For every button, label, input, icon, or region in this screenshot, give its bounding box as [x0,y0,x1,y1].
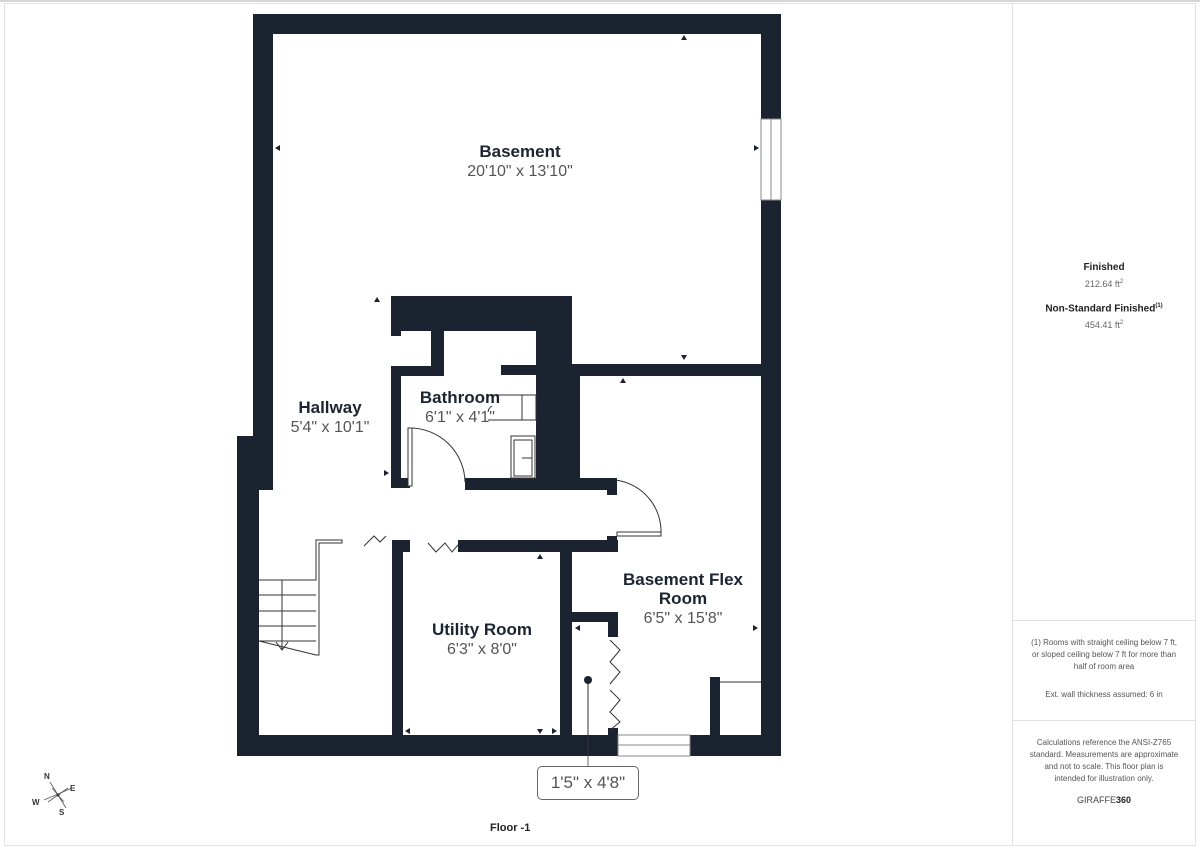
notes-section: (1) Rooms with straight ceiling below 7 … [1013,620,1195,720]
disclaimer-section: Calculations reference the ANSI-Z765 sta… [1013,720,1195,805]
room-hallway: Hallway 5'4" x 10'1" [275,398,385,439]
nonstandard-value: 454.41 ft2 [1084,320,1124,331]
nonstandard-label: Non-Standard Finished(1) [1045,303,1163,315]
footnote: (1) Rooms with straight ceiling below 7 … [1031,638,1177,671]
room-name: Bathroom [419,388,501,407]
room-utility: Utility Room 6'3" x 8'0" [412,620,552,661]
disclaimer: Calculations reference the ANSI-Z765 sta… [1029,738,1179,783]
room-basement: Basement 20'10" x 13'10" [420,142,620,183]
room-name: Hallway [298,398,362,417]
room-basement-flex: Basement Flex Room 6'5" x 15'8" [608,570,758,630]
room-dimensions: 6'3" x 8'0" [447,641,517,658]
finished-value: 212.64 ft2 [1084,279,1124,289]
room-name: Utility Room [431,620,533,639]
brand-logo: GIRAFFE360 [1076,795,1132,805]
floor-plan: Basement 20'10" x 13'10" Bathroom 6'1" x… [28,14,782,834]
compass-n: N [44,772,50,781]
floor-label: Floor -1 [490,822,531,834]
compass-s: S [59,808,65,817]
compass-w: W [32,798,40,807]
top-border [0,0,1200,2]
callout-dimension: 1'5" x 4'8" [537,766,639,800]
room-dimensions: 6'5" x 15'8" [643,610,723,627]
room-name: Basement [479,142,561,161]
room-bathroom: Bathroom 6'1" x 4'1" [405,388,515,429]
room-dimensions: 20'10" x 13'10" [467,163,573,180]
compass-e: E [70,784,76,793]
room-dimensions: 6'1" x 4'1" [425,409,495,426]
wall-thickness-note: Ext. wall thickness assumed: 6 in [1045,690,1163,699]
floor-plan-walls [237,14,782,766]
room-name-line1: Basement Flex [623,570,743,589]
area-summary: Finished 212.64 ft2 Non-Standard Finishe… [1013,262,1195,344]
summary-panel: Finished 212.64 ft2 Non-Standard Finishe… [1012,4,1196,846]
finished-label: Finished [1083,262,1125,273]
room-dimensions: 5'4" x 10'1" [290,419,370,436]
room-name-line2: Room [658,589,708,608]
compass-icon: N E W S [28,770,88,825]
